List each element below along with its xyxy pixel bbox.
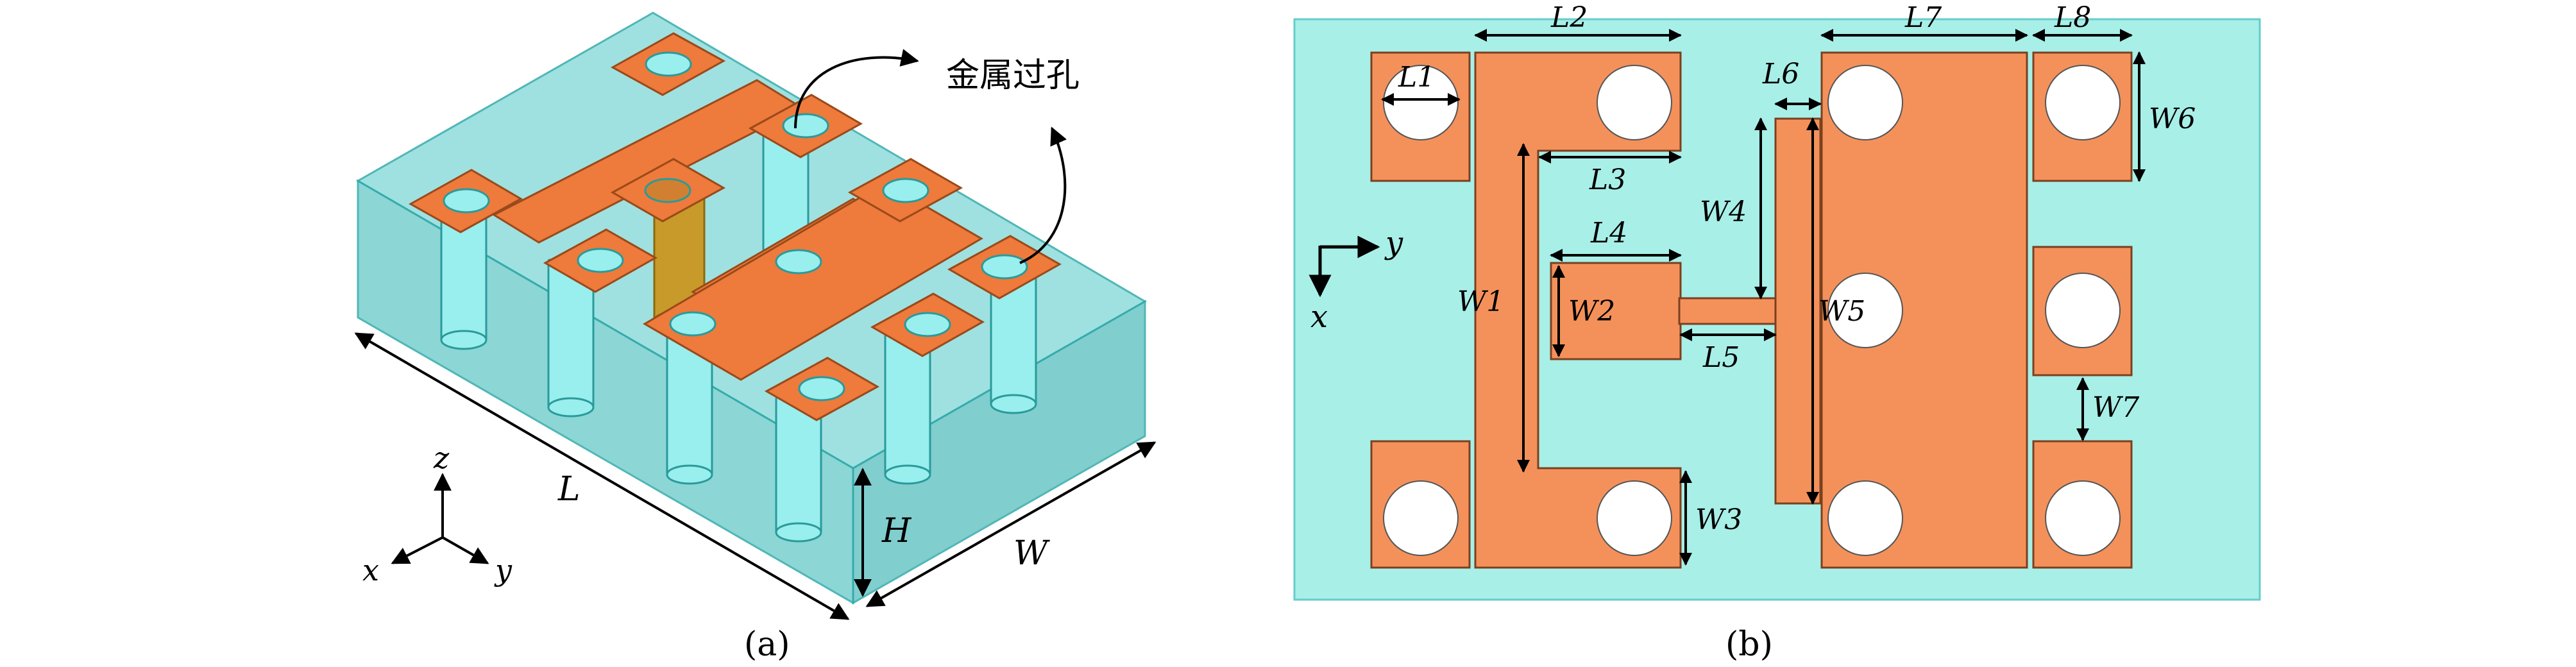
dim-W5-label: W5	[1818, 295, 1865, 328]
axis-indicator-2d: y x	[1309, 225, 1403, 335]
axis-y-label: y	[494, 553, 513, 587]
dim-L6-label: L6	[1762, 58, 1799, 90]
dim-L2-label: L2	[1550, 1, 1588, 34]
dim-L-arrow	[354, 332, 850, 620]
dim-W4-label: W4	[1700, 196, 1747, 228]
dim-W6-label: W6	[2149, 103, 2196, 135]
dim-H-label: H	[881, 512, 912, 550]
axis-triad-3d: z x y	[362, 441, 513, 587]
axis-y-label-2d: y	[1384, 225, 1403, 261]
panel-b-top-view: L1 L2 L3 L4 L5 L6 L7 L8 W1 W2 W3 W4 W5 W…	[1293, 1, 2261, 664]
axis-x-label: x	[362, 553, 379, 587]
dimension-labels: L1 L2 L3 L4 L5 L6 L7 L8 W1 W2 W3 W4 W5 W…	[1398, 1, 2196, 536]
dim-L5-label: L5	[1702, 341, 1740, 374]
panel-a-3d-model: 金属过孔 L W H z x y (a)	[354, 12, 1157, 664]
dim-W-label: W	[1013, 534, 1050, 573]
dim-L7-label: L7	[1904, 1, 1942, 34]
via-annotation-label: 金属过孔	[946, 56, 1080, 95]
dim-L1-label: L1	[1398, 61, 1435, 94]
dim-W-arrow	[865, 441, 1157, 607]
via-holes	[1383, 65, 2121, 556]
dim-W3-label: W3	[1695, 503, 1742, 536]
dim-W2-label: W2	[1568, 295, 1615, 328]
dim-L-label: L	[557, 470, 580, 509]
panel-a-caption: (a)	[744, 625, 790, 664]
dim-W1-label: W1	[1457, 285, 1504, 318]
axis-z-label: z	[433, 441, 450, 475]
metal-patches	[408, 32, 1062, 421]
dimension-arrows	[1381, 29, 2146, 566]
via-annotation-arrow-2	[1019, 126, 1067, 264]
feed-stub	[1550, 262, 1682, 360]
via-cylinder	[990, 268, 1037, 414]
dim-L3-label: L3	[1589, 164, 1626, 196]
dim-W7-label: W7	[2092, 391, 2139, 424]
panel-b-caption: (b)	[1725, 625, 1773, 664]
feed-line	[1678, 297, 1777, 325]
via-annotation-arrow-1	[794, 49, 919, 129]
axis-x-label-2d: x	[1310, 299, 1328, 335]
dim-L8-label: L8	[2054, 1, 2091, 34]
dim-L4-label: L4	[1590, 217, 1627, 249]
